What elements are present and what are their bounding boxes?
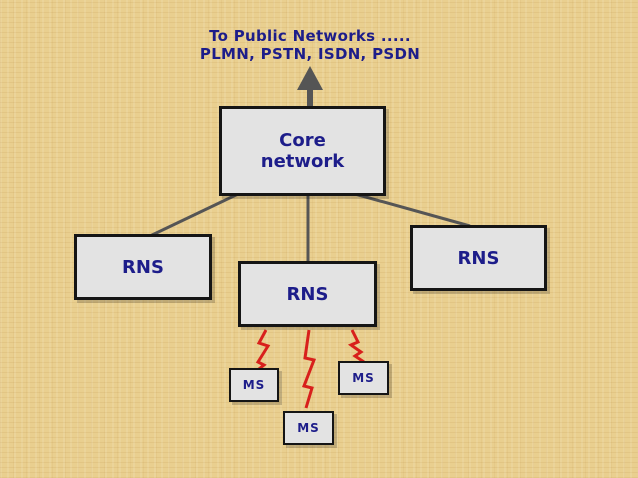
rns-center-box: RNS [238, 261, 377, 327]
rns-center-label: RNS [286, 283, 329, 305]
public-networks-list: PLMN, PSTN, ISDN, PSDN [199, 45, 421, 63]
ms-left-label: MS [242, 378, 266, 392]
ms-center-box: MS [283, 411, 334, 445]
ms-right-label: MS [352, 371, 375, 385]
ms-right-box: MS [338, 361, 389, 395]
ms-left-box: MS [229, 368, 279, 402]
link-core-rns-right [354, 192, 471, 228]
rns-left-label: RNS [122, 256, 164, 278]
uplink-arrow-icon [297, 66, 323, 108]
radio-link-right-icon [347, 329, 365, 364]
core-network-label-line1: Core [279, 130, 326, 151]
core-network-label-line2: network [260, 151, 345, 172]
rns-right-box: RNS [410, 225, 547, 291]
rns-left-box: RNS [74, 234, 212, 300]
radio-link-center-icon [301, 329, 317, 409]
public-networks-heading: To Public Networks ..... [209, 27, 411, 45]
rns-right-label: RNS [457, 247, 500, 269]
link-core-rns-left [149, 192, 239, 238]
core-network-label: Core network [261, 130, 344, 172]
radio-link-left-icon [254, 329, 271, 374]
core-network-box: Core network [219, 106, 386, 196]
ms-center-label: MS [297, 421, 320, 435]
